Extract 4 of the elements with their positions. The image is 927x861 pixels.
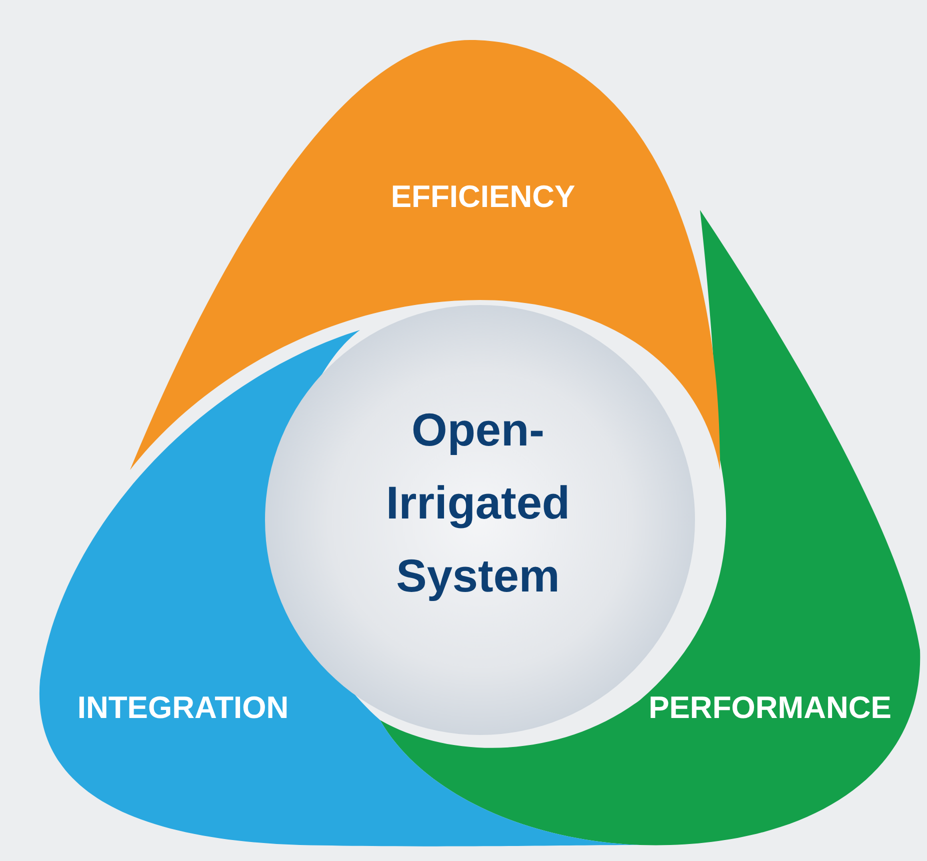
center-label: Open-Irrigated System (384, 402, 572, 604)
segment-label: PERFORMANCE (648, 690, 892, 726)
segment-label: EFFICIENCY (390, 179, 576, 215)
segment-label: INTEGRATION (77, 690, 289, 726)
